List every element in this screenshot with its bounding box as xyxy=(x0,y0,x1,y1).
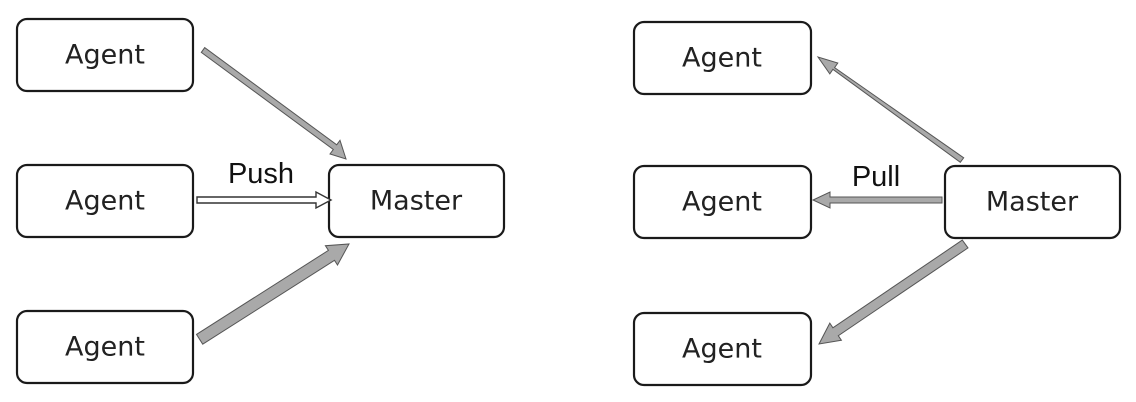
push-master-label: Master xyxy=(370,186,463,217)
pull-arrow-master-to-agent3 xyxy=(818,239,969,345)
pull-agent-label-1: Agent xyxy=(682,43,762,74)
pull-master-node: Master xyxy=(943,164,1122,240)
push-agent-node-1: Agent xyxy=(15,17,195,93)
pull-agent-node-2: Agent xyxy=(632,164,813,240)
pull-arrow-master-to-agent1 xyxy=(816,56,965,163)
push-agent-node-3: Agent xyxy=(15,309,195,385)
pull-edge-label: Pull xyxy=(852,161,900,193)
push-arrows xyxy=(195,46,350,345)
push-master-node: Master xyxy=(327,163,506,239)
pull-master-label: Master xyxy=(986,187,1079,218)
push-arrow-agent3-to-master xyxy=(195,243,350,345)
push-diagram: Agent Agent Agent Master Push xyxy=(15,17,506,385)
pull-agent-node-1: Agent xyxy=(632,20,813,96)
push-edge-label: Push xyxy=(228,158,294,190)
push-agent-label-1: Agent xyxy=(65,40,145,71)
pull-arrows xyxy=(811,56,969,345)
pull-agent-label-3: Agent xyxy=(682,334,762,365)
push-arrow-agent2-to-master xyxy=(196,190,333,210)
push-agent-label-3: Agent xyxy=(65,332,145,363)
pull-agent-node-3: Agent xyxy=(632,311,813,387)
pull-diagram: Agent Agent Agent Master Pull xyxy=(632,20,1122,387)
push-agent-label-2: Agent xyxy=(65,186,145,217)
pull-arrow-master-to-agent2 xyxy=(811,191,943,209)
push-arrow-agent1-to-master xyxy=(200,46,347,160)
pull-agent-label-2: Agent xyxy=(682,187,762,218)
push-agent-node-2: Agent xyxy=(15,163,195,239)
